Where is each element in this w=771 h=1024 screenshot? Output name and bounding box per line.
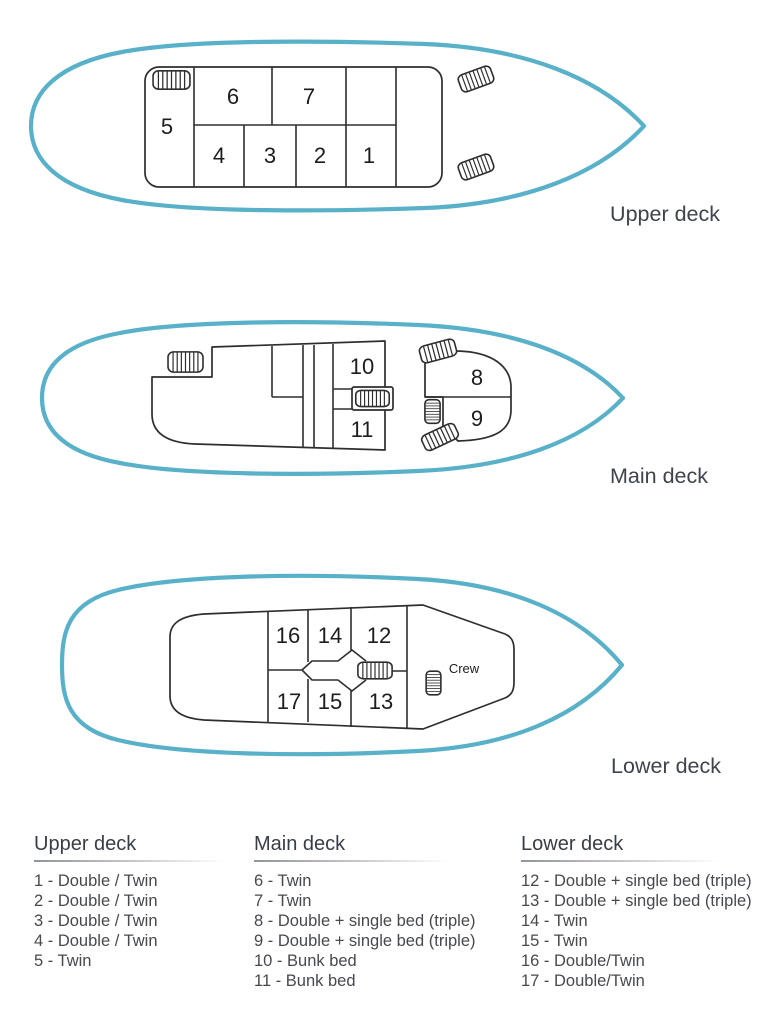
legend-item: 15 - Twin <box>521 932 588 950</box>
legend-item: 16 - Double/Twin <box>521 952 645 970</box>
cabin-label-4: 4 <box>213 143 225 168</box>
stairs-icon <box>456 64 496 94</box>
crew-area-label: Crew <box>449 661 480 676</box>
main-deck-partitions <box>271 344 353 449</box>
stairs-icon <box>424 399 441 424</box>
legend-column-lower-deck: Lower deck 12 - Double + single bed (tri… <box>521 832 771 991</box>
legend-title-main-deck: Main deck <box>254 833 346 855</box>
lower-deck-title: Lower deck <box>611 754 721 778</box>
cabin-label-2: 2 <box>314 143 326 168</box>
cabin-label-9: 9 <box>471 406 483 431</box>
legend-item: 12 - Double + single bed (triple) <box>521 872 752 890</box>
cabin-label-11: 11 <box>351 417 374 442</box>
main-deck-aft-block <box>424 350 512 442</box>
legend-title-lower-deck: Lower deck <box>521 833 624 855</box>
legend-list-lower-deck: 12 - Double + single bed (triple) 13 - D… <box>521 871 771 991</box>
main-deck-title: Main deck <box>610 464 708 488</box>
stairs-icon <box>357 661 393 680</box>
legend-divider <box>34 860 226 862</box>
legend-item: 5 - Twin <box>34 952 92 970</box>
main-deck-salon-block <box>151 340 386 451</box>
stairs-icon <box>167 351 204 373</box>
stairs-icon <box>425 670 442 696</box>
legend-item: 9 - Double + single bed (triple) <box>254 932 476 950</box>
legend-item: 7 - Twin <box>254 892 312 910</box>
lower-deck-partitions <box>267 606 408 728</box>
cabin-label-15: 15 <box>318 689 342 714</box>
legend-item: 1 - Double / Twin <box>34 872 158 890</box>
cabin-label-7: 7 <box>303 84 315 109</box>
cabin-label-12: 12 <box>367 623 391 648</box>
legend-item: 3 - Double / Twin <box>34 912 158 930</box>
cabin-label-17: 17 <box>277 689 301 714</box>
legend-column-upper-deck: Upper deck 1 - Double / Twin 2 - Double … <box>34 832 244 971</box>
upper-deck-cabin-block <box>144 66 443 188</box>
legend-item: 8 - Double + single bed (triple) <box>254 912 476 930</box>
legend-column-main-deck: Main deck 6 - Twin 7 - Twin 8 - Double +… <box>254 832 510 991</box>
cabin-label-5: 5 <box>161 114 173 139</box>
stairs-icon <box>456 152 496 182</box>
legend-divider <box>521 860 719 862</box>
legend-list-upper-deck: 1 - Double / Twin 2 - Double / Twin 3 - … <box>34 871 244 971</box>
legend-title-upper-deck: Upper deck <box>34 833 137 855</box>
legend-item: 17 - Double/Twin <box>521 972 645 990</box>
cabin-label-8: 8 <box>471 365 483 390</box>
upper-deck-diagram: 5 6 7 4 3 2 1 Upper deck <box>28 39 720 226</box>
main-deck-diagram: 10 11 8 9 Main deck <box>39 320 708 488</box>
stairs-icon <box>152 70 191 90</box>
legend-divider <box>254 860 450 862</box>
main-deck-hull <box>39 320 626 476</box>
legend-item: 14 - Twin <box>521 912 588 930</box>
legend-item: 10 - Bunk bed <box>254 952 357 970</box>
cabin-label-1: 1 <box>363 143 375 168</box>
legend-list-main-deck: 6 - Twin 7 - Twin 8 - Double + single be… <box>254 871 510 991</box>
upper-deck-title: Upper deck <box>610 202 720 226</box>
upper-deck-cabin-partitions <box>193 67 397 187</box>
legend-item: 4 - Double / Twin <box>34 932 158 950</box>
cabin-label-6: 6 <box>227 84 239 109</box>
cabin-label-16: 16 <box>276 623 300 648</box>
lower-deck-diagram: 16 14 12 17 15 13 Crew Lower deck <box>59 573 721 778</box>
cabin-label-13: 13 <box>369 689 393 714</box>
legend-item: 13 - Double + single bed (triple) <box>521 892 752 910</box>
legend-item: 6 - Twin <box>254 872 312 890</box>
upper-deck-hull <box>28 39 647 213</box>
lower-deck-hull <box>59 573 625 757</box>
stairs-icon <box>355 389 390 408</box>
cabin-label-14: 14 <box>318 623 342 648</box>
cabin-label-3: 3 <box>264 143 276 168</box>
lower-deck-cabin-block <box>169 604 515 730</box>
legend-item: 2 - Double / Twin <box>34 892 158 910</box>
stairs-icon <box>419 421 461 453</box>
legend-item: 11 - Bunk bed <box>254 972 356 990</box>
cabin-label-10: 10 <box>350 354 374 379</box>
